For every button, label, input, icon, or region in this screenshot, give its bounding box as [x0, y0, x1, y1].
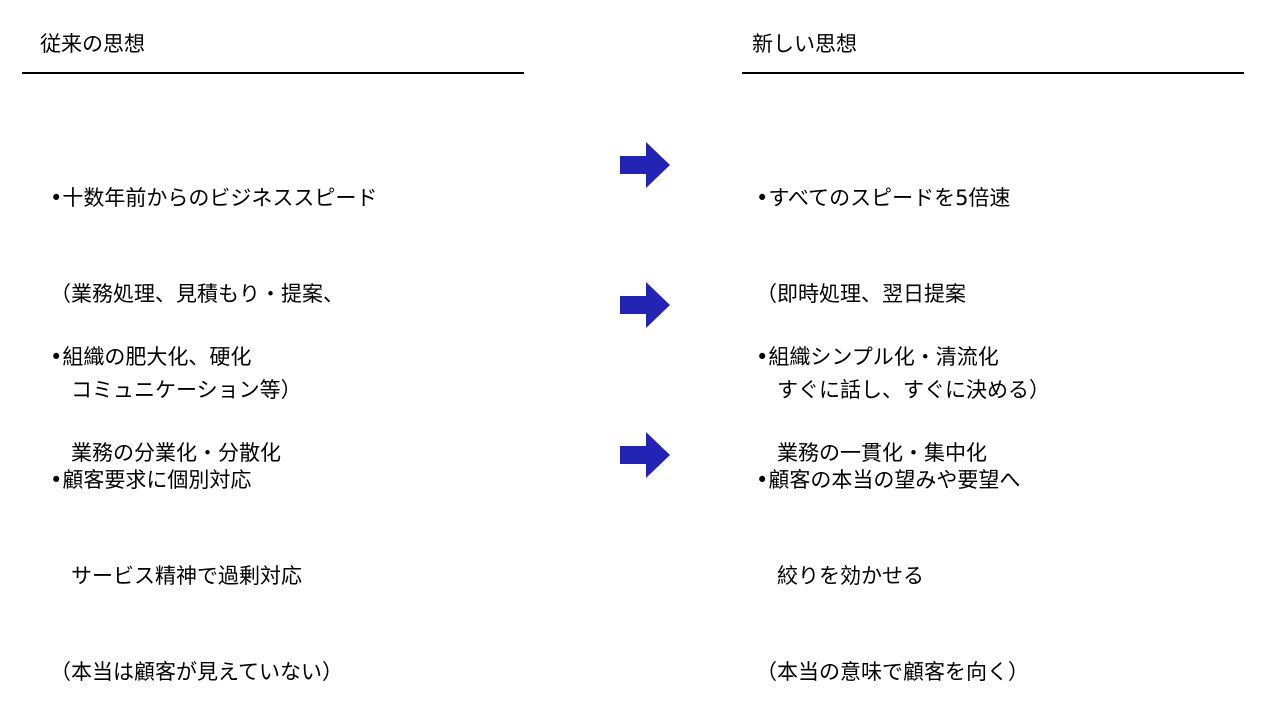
left-item-3-line-3: （本当は顧客が見えていない）	[50, 660, 343, 684]
left-item-2: •組織の肥大化、硬化 業務の分業化・分散化	[50, 277, 281, 501]
left-item-1: •十数年前からのビジネススピード （業務処理、見積もり・提案、 コミュニケーショ…	[50, 118, 377, 438]
left-item-1-line-3: コミュニケーション等）	[50, 378, 302, 402]
left-item-1-line-1: •十数年前からのビジネススピード	[50, 186, 378, 210]
right-item-2: •組織シンプル化・清流化 業務の一貫化・集中化	[756, 277, 999, 501]
left-item-2-line-1: •組織の肥大化、硬化	[50, 345, 252, 369]
left-item-3: •顧客要求に個別対応 サービス精神で過剰対応 （本当は顧客が見えていない）	[50, 400, 343, 720]
right-item-1-line-2: （即時処理、翌日提案	[756, 282, 966, 306]
right-item-3: •顧客の本当の望みや要望へ 絞りを効かせる （本当の意味で顧客を向く）	[756, 400, 1029, 720]
right-item-3-line-1: •顧客の本当の望みや要望へ	[756, 468, 1021, 492]
right-item-1-line-3: すぐに話し、すぐに決める）	[756, 378, 1050, 402]
left-item-3-line-2: サービス精神で過剰対応	[50, 564, 302, 588]
right-column-header: 新しい思想	[752, 32, 857, 56]
right-arrow-icon	[620, 142, 670, 188]
right-header-divider	[742, 72, 1244, 74]
left-item-2-line-2: 業務の分業化・分散化	[50, 441, 281, 465]
right-item-3-line-3: （本当の意味で顧客を向く）	[756, 660, 1029, 684]
right-arrow-icon	[620, 432, 670, 478]
right-item-2-line-2: 業務の一貫化・集中化	[756, 441, 987, 465]
left-header-divider	[22, 72, 524, 74]
right-item-1: •すべてのスピードを5倍速 （即時処理、翌日提案 すぐに話し、すぐに決める）	[756, 118, 1050, 438]
left-item-3-line-1: •顧客要求に個別対応	[50, 468, 252, 492]
left-item-1-line-2: （業務処理、見積もり・提案、	[50, 282, 344, 306]
right-item-3-line-2: 絞りを効かせる	[756, 564, 924, 588]
left-column-header: 従来の思想	[40, 32, 145, 56]
right-arrow-icon	[620, 282, 670, 328]
right-item-1-line-1: •すべてのスピードを5倍速	[756, 186, 1011, 210]
right-item-2-line-1: •組織シンプル化・清流化	[756, 345, 999, 369]
